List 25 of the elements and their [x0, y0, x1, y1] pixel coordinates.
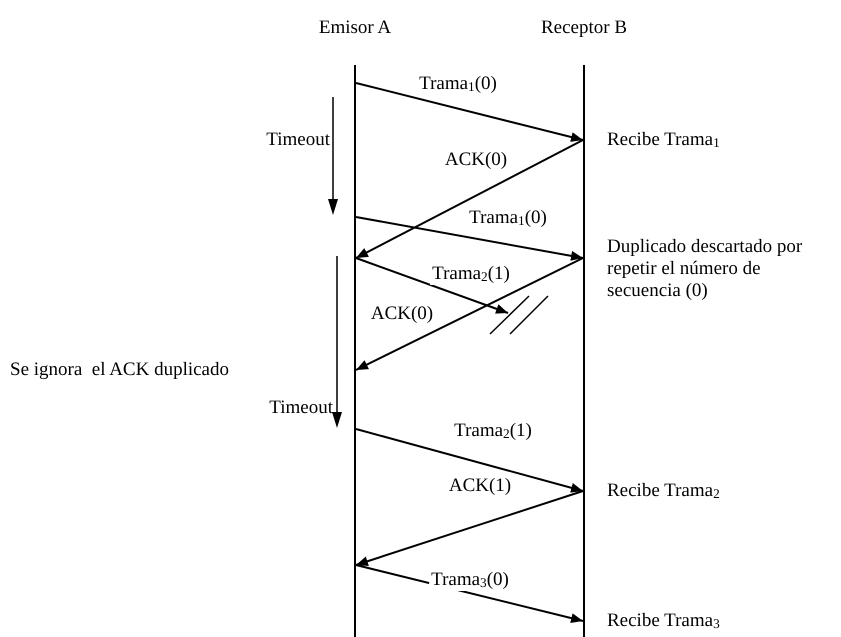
edge-label: Trama$_{1}$(0): [467, 207, 549, 229]
arrow: [356, 216, 584, 261]
edge-label: Trama$_{2}$(1): [430, 263, 512, 285]
event-note: Recibe Trama$_{2}$: [607, 480, 721, 502]
arrow: [356, 257, 508, 314]
edge-label: Trama$_{2}$(1): [452, 420, 534, 442]
arrow: [356, 428, 584, 493]
event-note: Recibe Trama$_{1}$: [607, 129, 721, 151]
arrow: [356, 257, 584, 371]
lifeline-header: Receptor B: [541, 17, 627, 39]
edge-label: Trama$_{3}$(0): [429, 569, 511, 591]
edge-label: Trama$_{1}$(0): [417, 73, 499, 95]
lifeline-header: Emisor A: [318, 17, 392, 39]
arrow: [356, 490, 584, 566]
timer-label: Timeout: [265, 129, 330, 151]
edge-label: ACK(1): [446, 475, 514, 497]
event-note: Duplicado descartado por repetir el número de secuencia (0): [607, 236, 804, 302]
timer-label: Timeout: [268, 397, 333, 419]
event-note: Recibe Trama$_{3}$: [607, 610, 721, 632]
arrow: [356, 82, 584, 142]
arrow: [356, 139, 584, 259]
edge-label: ACK(0): [368, 303, 436, 325]
arrow: [356, 564, 584, 623]
event-note: Se ignora el ACK duplicado: [10, 359, 230, 381]
edge-label: ACK(0): [442, 149, 510, 171]
